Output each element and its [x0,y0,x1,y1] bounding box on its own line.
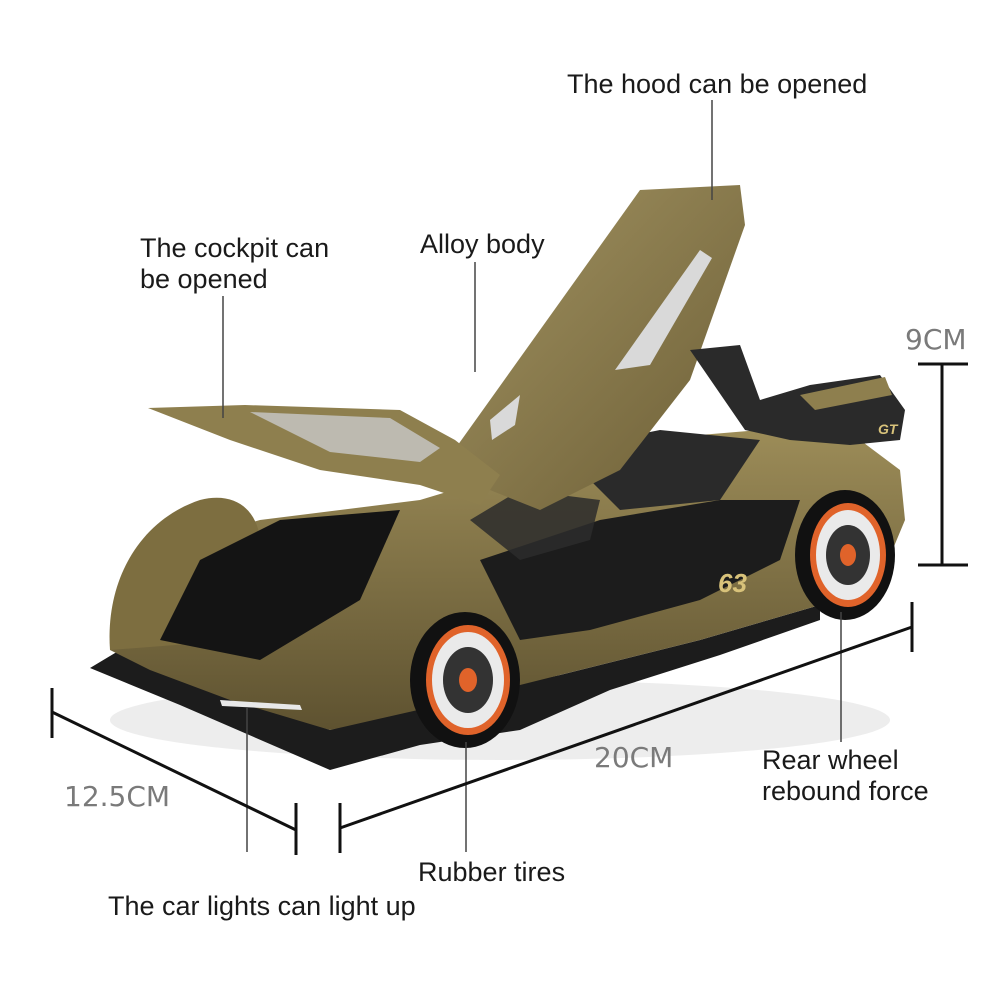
callout-rear-wheel-line1: Rear wheel [762,745,899,775]
height-dimension-marker [918,362,968,567]
dimension-height-label: 9CM [905,323,967,356]
callout-car-lights: The car lights can light up [108,891,416,921]
dimension-length-label: 20CM [594,741,674,774]
callout-rubber-tires: Rubber tires [418,857,566,887]
front-wheel [410,612,520,748]
wing-blade [800,377,892,410]
opened-hood [440,185,745,510]
rear-wheel [795,490,895,620]
rear-wing [690,345,905,445]
length-dimension-marker [338,602,914,853]
callout-rear-wheel-line2: rebound force [762,776,929,806]
hood-vent [490,395,520,440]
callout-alloy-body: Alloy body [420,229,545,259]
wing-badge: GT [878,421,899,437]
opened-canopy [148,405,500,505]
side-badge: 63 [718,568,747,598]
front-interior [160,510,400,660]
headlight [220,700,302,710]
front-splitter [90,605,820,770]
dimension-width-label: 12.5CM [64,780,171,813]
hood-window [615,250,712,370]
callout-cockpit-line2: be opened [140,264,268,294]
width-dimension-marker [50,688,298,855]
callout-hood: The hood can be opened [567,69,868,99]
callout-cockpit-line1: The cockpit can [140,233,330,263]
canopy-inner [250,412,440,462]
cockpit-glass [470,490,600,560]
